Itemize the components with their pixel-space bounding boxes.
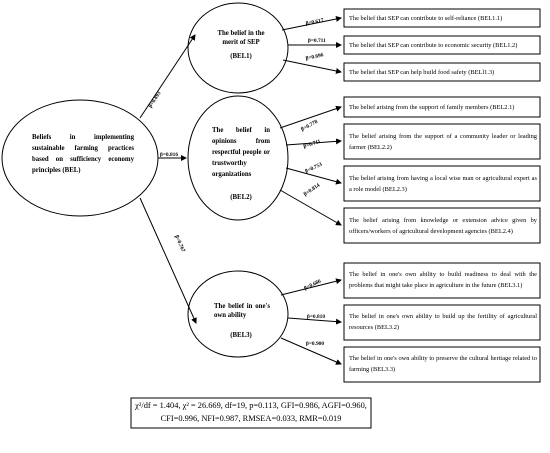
- path-bel2-item2: [285, 138, 342, 146]
- path-bel2-item1: [279, 105, 342, 129]
- fit-indices-line1: χ²/df = 1.404, χ² = 26.669, df=19, p=0.1…: [135, 401, 367, 410]
- path-bel3-item1: [280, 278, 342, 296]
- loading-coef-bel2-2: β=0.711: [303, 139, 322, 150]
- path-coef-bel3: β=0.767: [173, 234, 186, 253]
- factor-bel3-code: (BEL3): [230, 332, 252, 339]
- loading-coef-bel1-1: β=0.617: [305, 18, 324, 27]
- loading-coef-bel1-3: β=0.696: [305, 52, 324, 62]
- item-text-bel1-3: The belief that SEP can help build food …: [349, 69, 495, 76]
- item-text-bel3-2: The belief in one's own ability to build…: [349, 313, 537, 331]
- loading-coef-bel2-3: β=0.753: [304, 162, 323, 175]
- factor-bel2-code: (BEL2): [230, 194, 252, 201]
- item-box-bel2-3: [343, 165, 541, 202]
- item-box-bel3-2: [343, 304, 541, 341]
- path-coef-bel2: β=0.816: [160, 152, 178, 158]
- item-box-bel2-2: [343, 123, 541, 160]
- factor-bel2-ellipse: [187, 95, 289, 221]
- path-bel3-item3: [280, 337, 342, 365]
- item-text-bel3-1: The belief in one's own ability to build…: [349, 271, 537, 289]
- loading-coef-bel1-2: β=0.711: [308, 38, 326, 44]
- path-bel2-item3: [285, 167, 342, 185]
- item-box-bel2-4: [343, 207, 541, 244]
- loading-coef-bel3-3: β=0.900: [306, 341, 324, 347]
- path-root-bel1: [139, 34, 196, 119]
- fit-indices-box: [130, 397, 372, 429]
- path-coef-bel1: β=0.893: [148, 90, 163, 109]
- loading-coef-bel3-2: β=0.810: [307, 314, 325, 320]
- loading-coef-bel2-1: β=0.778: [300, 119, 319, 133]
- fit-indices: χ²/df = 1.404, χ² = 26.669, df=19, p=0.1…: [131, 399, 371, 425]
- path-bel2-item4: [279, 189, 342, 226]
- path-bel1-item3: [282, 59, 342, 74]
- path-bel1-item1: [281, 16, 342, 31]
- item-box-bel3-3: [343, 346, 541, 383]
- item-box-bel1-1: [343, 8, 541, 28]
- path-root-bel3: [139, 197, 197, 324]
- factor-bel3-label: The belief in one's own ability: [214, 303, 270, 319]
- item-box-bel3-1: [343, 262, 541, 299]
- item-text-bel2-4: The belief arising from knowledge or ext…: [349, 217, 537, 235]
- item-text-bel1-2: The belief that SEP can contribute to ec…: [349, 42, 518, 49]
- path-bel3-item2: [287, 317, 342, 325]
- factor-bel2-label: The belief in opinions from respectful p…: [212, 127, 270, 178]
- fit-indices-line2: CFI=0.996, NFI=0.987, RMSEA=0.033, RMR=0…: [160, 414, 342, 423]
- factor-bel1-ellipse: [187, 2, 289, 94]
- item-box-bel1-2: [343, 35, 541, 55]
- item-text-bel2-3: The belief arising from having a local w…: [349, 175, 537, 193]
- item-box-bel1-3: [343, 62, 541, 82]
- item-text-bel3-3: The belief in one's own ability to prese…: [349, 355, 537, 373]
- factor-bel3-ellipse: [187, 270, 289, 358]
- item-text-bel2-2: The belief arising from the support of a…: [349, 133, 537, 151]
- factor-bel1-code: (BEL1): [230, 53, 252, 60]
- item-text-bel1-1: The belief that SEP can contribute to se…: [349, 15, 503, 22]
- item-box-bel2-1: [343, 96, 541, 118]
- factor-bel1-label: The belief in the merit of SEP: [217, 30, 265, 46]
- loading-coef-bel2-4: β=0.814: [303, 182, 322, 197]
- item-text-bel2-1: The belief arising from the support of f…: [349, 104, 515, 111]
- loading-coef-bel3-1: β=0.686: [303, 278, 322, 291]
- root-construct-label: Beliefs in implementing sustainable farm…: [32, 134, 134, 174]
